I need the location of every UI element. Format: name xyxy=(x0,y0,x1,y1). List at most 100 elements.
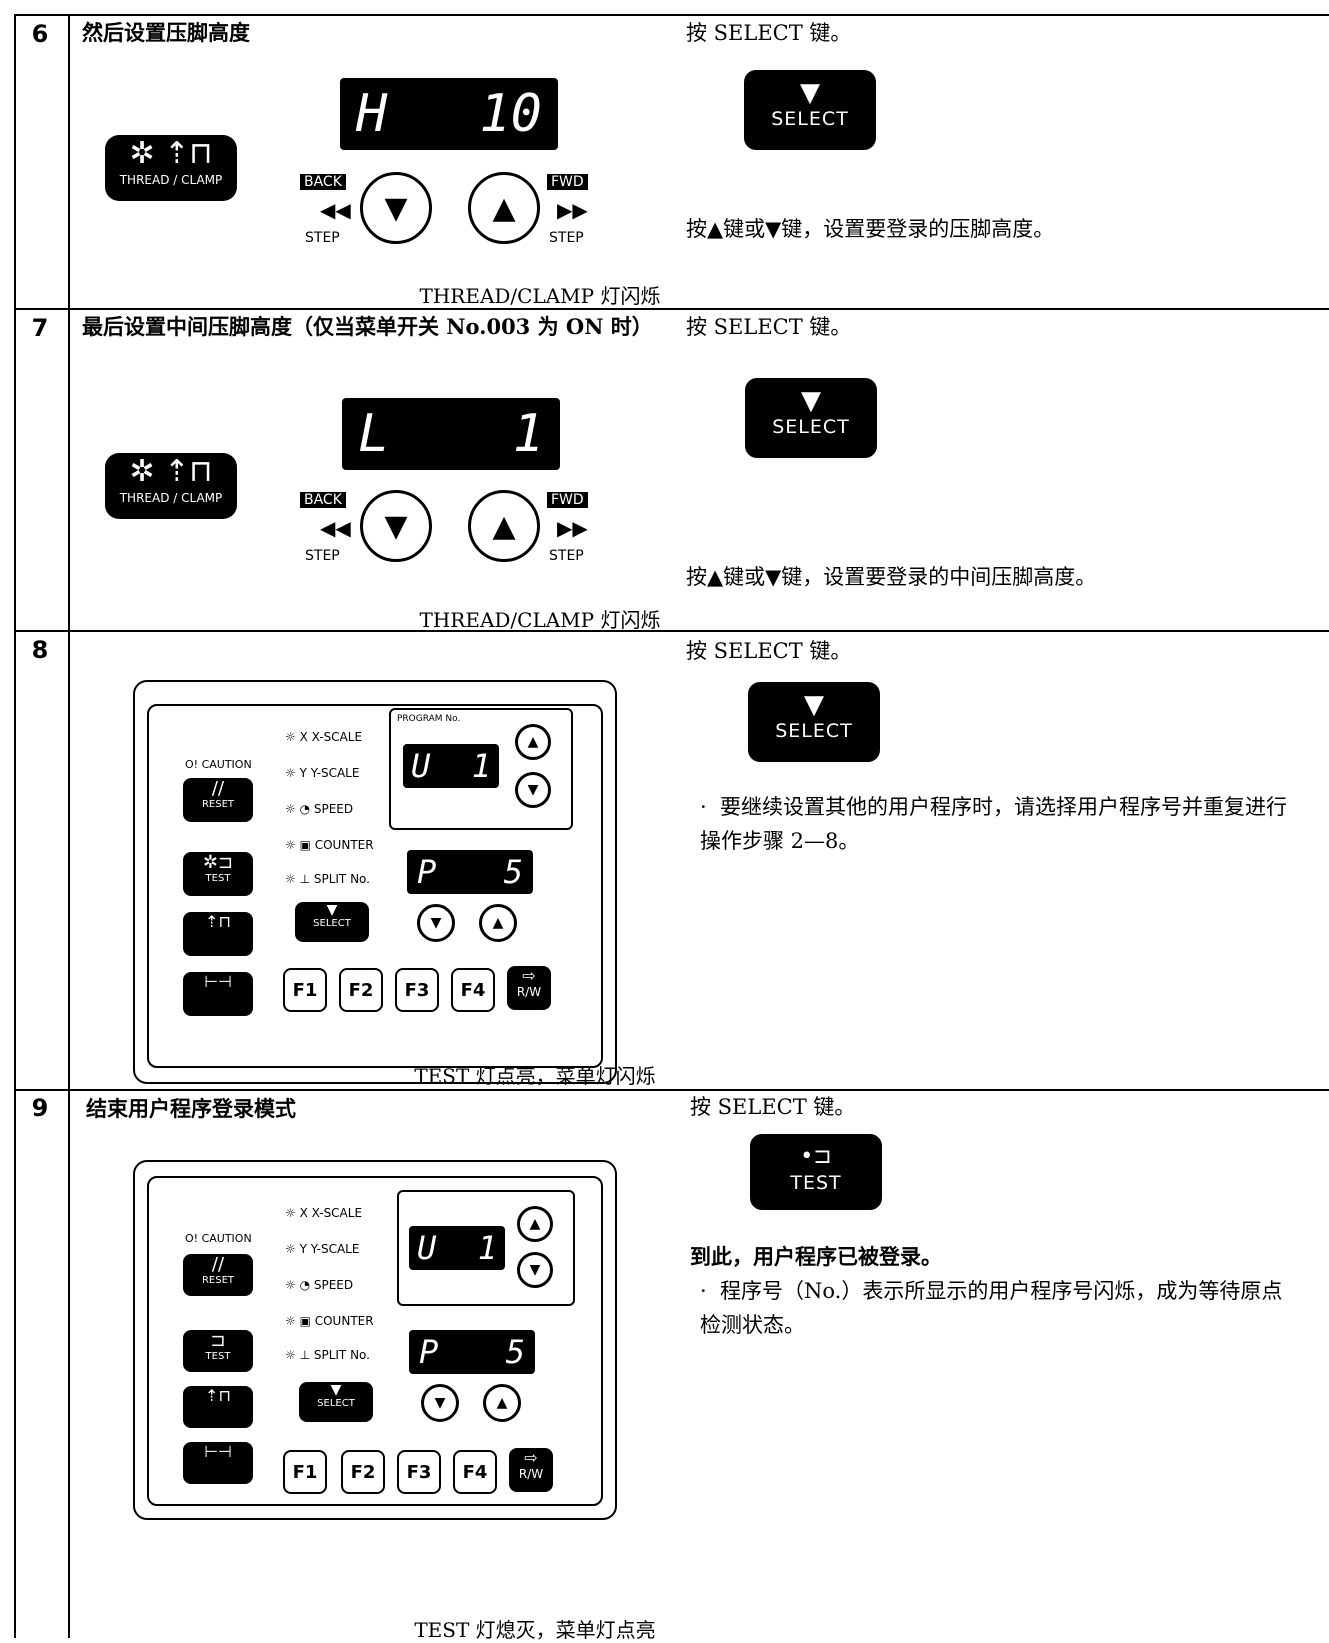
down-triangle-icon: ▼ xyxy=(801,386,821,416)
down-triangle-icon: ▼ xyxy=(804,690,824,720)
program-down-key[interactable]: ▼ xyxy=(515,772,551,808)
f2-key[interactable]: F2 xyxy=(339,968,383,1012)
f1-key[interactable]: F1 xyxy=(283,1450,327,1494)
f3-key[interactable]: F3 xyxy=(397,1450,441,1494)
select-key[interactable]: ▼SELECT xyxy=(299,1382,373,1422)
forward-icon: ▶▶ xyxy=(557,516,588,540)
select-button[interactable]: ▼ SELECT xyxy=(745,378,877,458)
split-label: ☼ ⊥ SPLIT No. xyxy=(285,872,370,886)
step-number: 8 xyxy=(31,636,49,664)
done-text: 到此，用户程序已被登录。 xyxy=(690,1244,942,1269)
instruction-text: 按▲键或▼键，设置要登录的中间压脚高度。 xyxy=(686,565,1097,589)
instruction-text: 按 SELECT 键。 xyxy=(686,639,852,663)
table-border-left xyxy=(14,14,16,1638)
thread-clamp-button: ✲ ⇡⊓ THREAD / CLAMP xyxy=(105,453,237,519)
step-title: 最后设置中间压脚高度（仅当菜单开关 No.003 为 ON 时） xyxy=(82,314,653,339)
row-divider xyxy=(14,630,1329,632)
instruction-text: 按 SELECT 键。 xyxy=(686,315,852,339)
test-button[interactable]: ⊐TEST xyxy=(183,1330,253,1372)
down-arrow-key[interactable]: ▼ xyxy=(360,172,432,244)
select-key[interactable]: ▼SELECT xyxy=(295,902,369,942)
step-number: 6 xyxy=(31,20,49,48)
reset-button[interactable]: //RESET xyxy=(183,778,253,822)
select-button[interactable]: ▼ SELECT xyxy=(744,70,876,150)
down-triangle-icon: ▼ xyxy=(800,78,820,108)
control-panel: O! CAUTION //RESET ✲⊐TEST ⇡⊓ ⊢⊣ ☼ X X-SC… xyxy=(133,680,617,1084)
back-step-key[interactable]: ▼ xyxy=(421,1384,459,1422)
x-scale-label: ☼ X X-SCALE xyxy=(285,1206,363,1220)
step-caption: TEST 灯熄灭，菜单灯点亮 xyxy=(414,1618,656,1642)
y-scale-label: ☼ Y Y-SCALE xyxy=(285,1242,360,1256)
rewind-icon: ◀◀ xyxy=(320,198,351,222)
back-label: BACK xyxy=(300,492,346,508)
down-arrow-key[interactable]: ▼ xyxy=(360,490,432,562)
caution-label: O! CAUTION xyxy=(185,1232,252,1245)
thread-clamp-key[interactable]: ⇡⊓ xyxy=(183,1386,253,1428)
up-arrow-key[interactable]: ▲ xyxy=(468,490,540,562)
thread-clamp-button: ✲ ⇡⊓ THREAD / CLAMP xyxy=(105,135,237,201)
control-panel: O! CAUTION //RESET ⊐TEST ⇡⊓ ⊢⊣ ☼ X X-SCA… xyxy=(133,1160,617,1520)
step-title: 结束用户程序登录模式 xyxy=(86,1096,296,1121)
split-label: ☼ ⊥ SPLIT No. xyxy=(285,1348,370,1362)
up-arrow-key[interactable]: ▲ xyxy=(468,172,540,244)
step-caption: THREAD/CLAMP 灯闪烁 xyxy=(419,284,661,308)
step-label: STEP xyxy=(305,548,340,564)
instruction-text: 按 SELECT 键。 xyxy=(690,1095,856,1119)
fwd-step-key[interactable]: ▲ xyxy=(483,1384,521,1422)
tension-key[interactable]: ⊢⊣ xyxy=(183,972,253,1016)
speed-label: ☼ ◔ SPEED xyxy=(285,802,354,816)
test-button[interactable]: ✲⊐TEST xyxy=(183,852,253,896)
counter-label: ☼ ▣ COUNTER xyxy=(285,838,374,852)
rewind-icon: ◀◀ xyxy=(320,516,351,540)
fwd-label: FWD xyxy=(547,492,588,508)
f2-key[interactable]: F2 xyxy=(341,1450,385,1494)
f3-key[interactable]: F3 xyxy=(395,968,439,1012)
table-border-top xyxy=(14,14,1329,16)
back-label: BACK xyxy=(300,174,346,190)
instruction-text: 按▲键或▼键，设置要登录的压脚高度。 xyxy=(686,217,1055,241)
step-label: STEP xyxy=(549,548,584,564)
fwd-step-key[interactable]: ▲ xyxy=(479,904,517,942)
counter-label: ☼ ▣ COUNTER xyxy=(285,1314,374,1328)
instruction-text: 按 SELECT 键。 xyxy=(686,21,852,45)
program-up-key[interactable]: ▲ xyxy=(517,1206,553,1242)
thread-clamp-key[interactable]: ⇡⊓ xyxy=(183,912,253,956)
f4-key[interactable]: F4 xyxy=(453,1450,497,1494)
y-scale-label: ☼ Y Y-SCALE xyxy=(285,766,360,780)
select-button[interactable]: ▼ SELECT xyxy=(748,682,880,762)
tension-key[interactable]: ⊢⊣ xyxy=(183,1442,253,1484)
forward-icon: ▶▶ xyxy=(557,198,588,222)
speed-label: ☼ ◔ SPEED xyxy=(285,1278,354,1292)
caution-label: O! CAUTION xyxy=(185,758,252,771)
rw-key[interactable]: ⇨R/W xyxy=(507,966,551,1010)
step-number: 7 xyxy=(31,314,49,342)
test-button[interactable]: •⊐ TEST xyxy=(750,1134,882,1210)
step-caption: THREAD/CLAMP 灯闪烁 xyxy=(419,608,661,632)
x-scale-label: ☼ X X-SCALE xyxy=(285,730,363,744)
f4-key[interactable]: F4 xyxy=(451,968,495,1012)
step-caption: TEST 灯点亮，菜单灯闪烁 xyxy=(414,1064,656,1088)
program-up-key[interactable]: ▲ xyxy=(515,724,551,760)
step-number: 9 xyxy=(31,1094,49,1122)
program-down-key[interactable]: ▼ xyxy=(517,1252,553,1288)
step-label: STEP xyxy=(549,230,584,246)
back-step-key[interactable]: ▼ xyxy=(417,904,455,942)
bullet-text: · 程序号（No.）表示所显示的用户程序号闪烁，成为等待原点检测状态。 xyxy=(700,1279,1283,1337)
rw-key[interactable]: ⇨R/W xyxy=(509,1448,553,1492)
test-icon: •⊐ xyxy=(800,1144,832,1169)
fwd-label: FWD xyxy=(547,174,588,190)
f1-key[interactable]: F1 xyxy=(283,968,327,1012)
bullet-text: · 要继续设置其他的用户程序时，请选择用户程序号并重复进行操作步骤 2—8。 xyxy=(700,795,1288,853)
column-divider xyxy=(68,14,70,1638)
row-divider xyxy=(14,308,1329,310)
reset-button[interactable]: //RESET xyxy=(183,1254,253,1296)
step-label: STEP xyxy=(305,230,340,246)
